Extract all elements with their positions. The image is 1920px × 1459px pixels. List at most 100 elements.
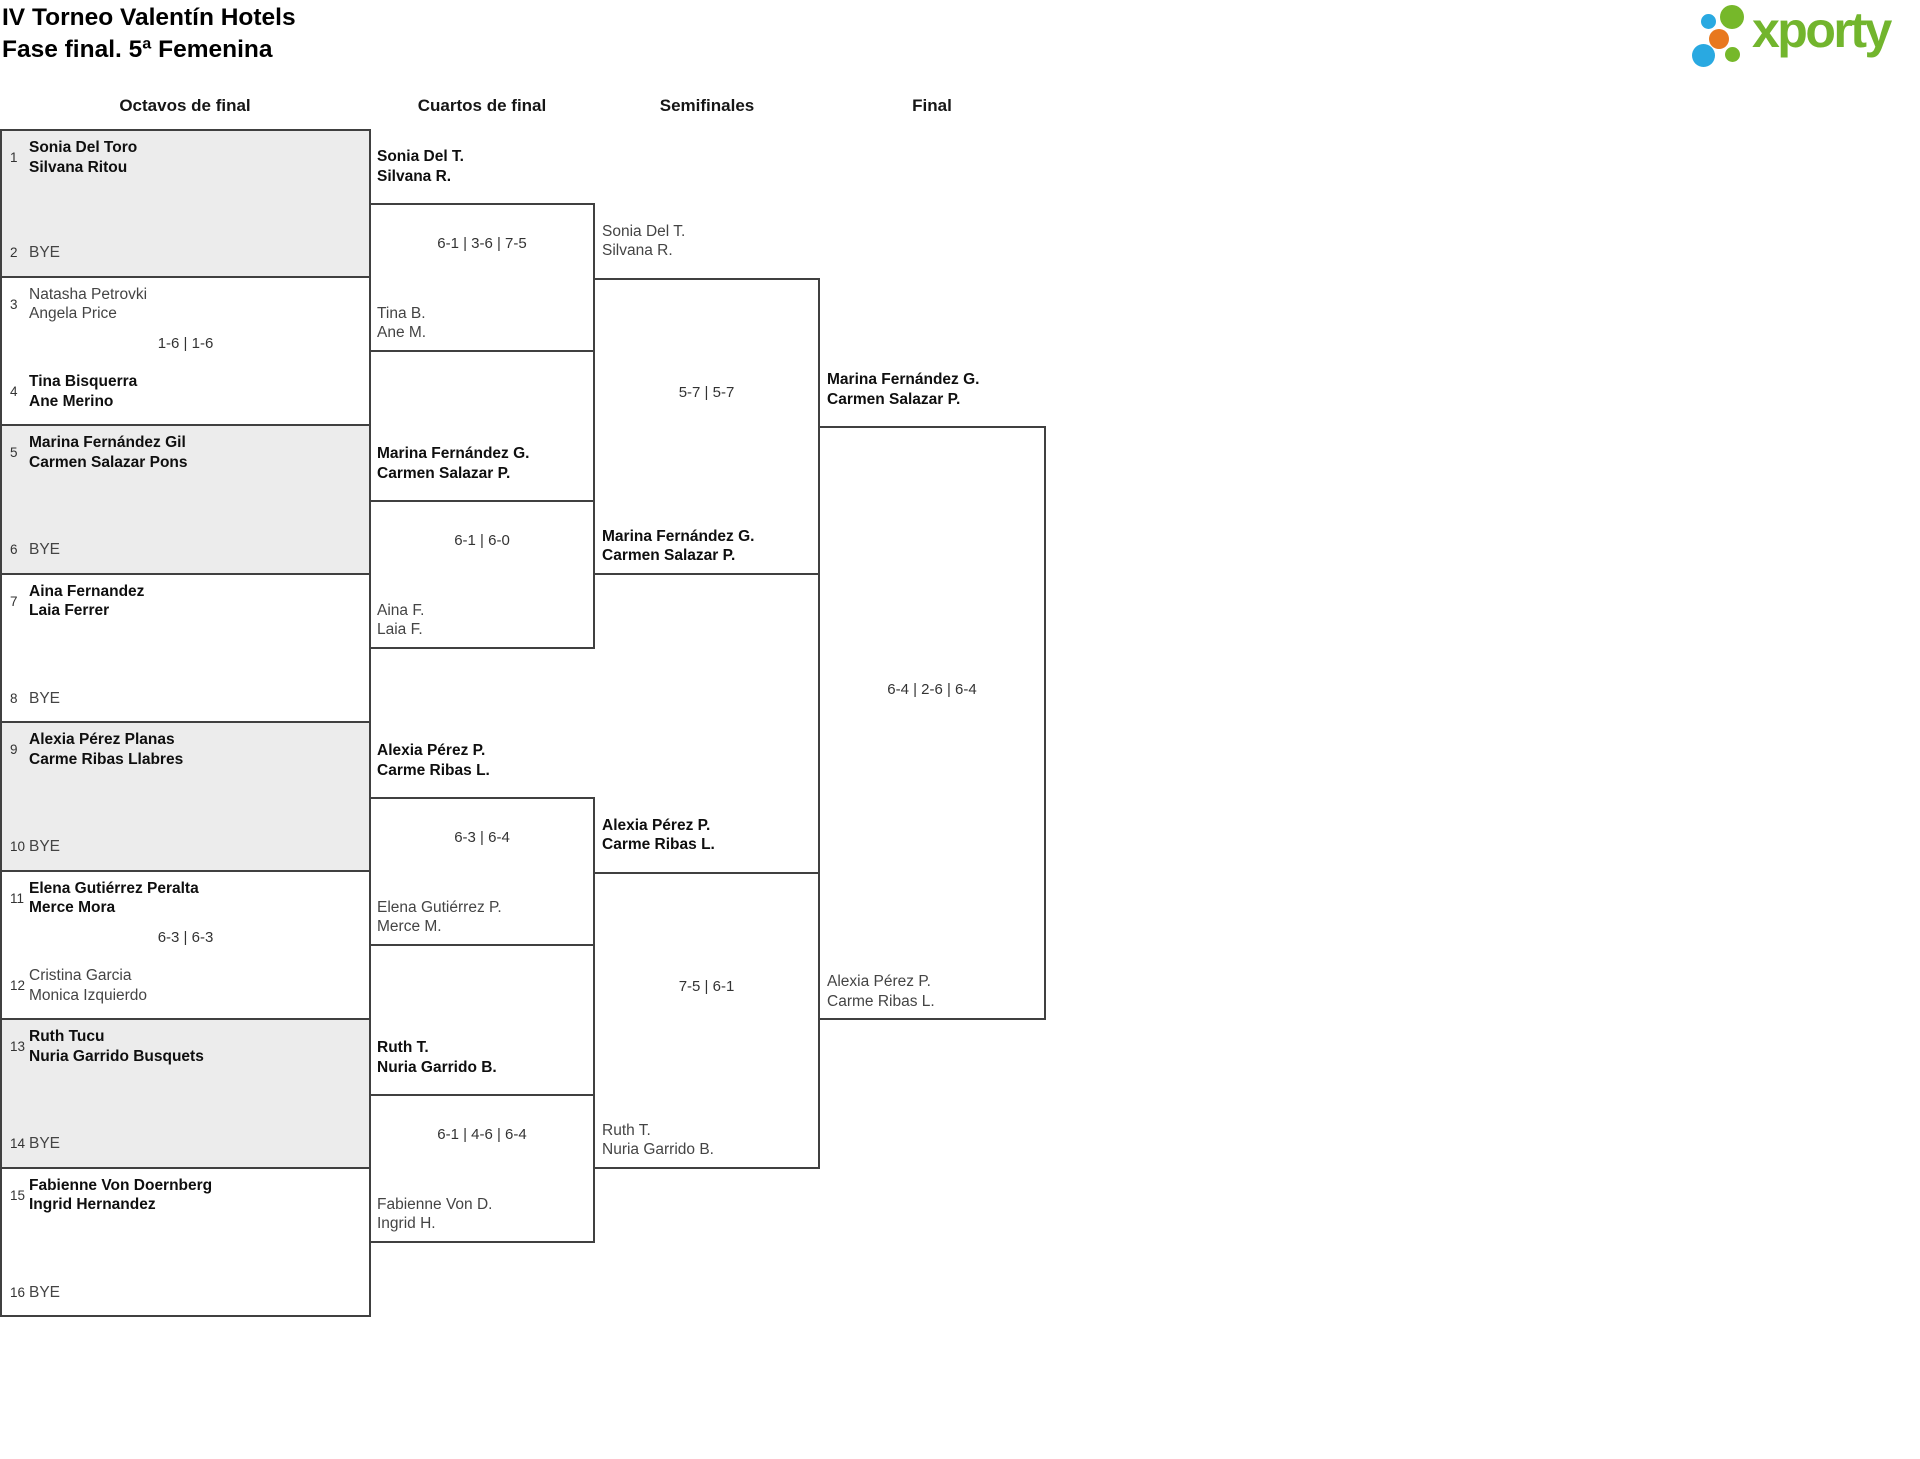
quarterfinal-team-label-bottom[interactable]: Aina F.Laia F. (377, 601, 595, 640)
player-name: Silvana R. (377, 167, 452, 185)
logo-dot-orange (1709, 29, 1729, 49)
final-team-label-bottom[interactable]: Alexia Pérez P. Carme Ribas L. (827, 972, 1045, 1011)
final-team-label-top[interactable]: Marina Fernández G.Carmen Salazar P. (827, 370, 1045, 409)
seed-number: 15 (10, 1187, 26, 1203)
player-name: Ane Merino (29, 392, 114, 410)
final-connector-box (818, 426, 1046, 1020)
quarterfinal-team-label-top[interactable]: Ruth T.Nuria Garrido B. (377, 1038, 595, 1077)
match-score: 7-5 | 6-1 (678, 977, 735, 995)
player-name: BYE (29, 1135, 61, 1152)
player-name: Nuria Garrido B. (602, 1141, 714, 1158)
seed-number: 4 (10, 384, 18, 399)
seed-number: 11 (10, 890, 25, 906)
quarterfinal-team-label-top[interactable]: Sonia Del T.Silvana R. (377, 147, 595, 186)
player-name: Ane M. (377, 324, 427, 342)
player-name: Angela Price (29, 305, 117, 322)
column-header-semifinales: Semifinales (659, 96, 755, 115)
semifinal-team-label-bottom[interactable]: Ruth T.Nuria Garrido B. (602, 1121, 820, 1160)
seed-number: 6 (10, 542, 18, 558)
bye-label: BYE (29, 1283, 60, 1303)
player-name: Ruth T. (377, 1039, 429, 1057)
player-name: BYE (29, 689, 61, 707)
player-name: BYE (29, 541, 61, 558)
player-name: Sonia Del T. (377, 148, 464, 166)
player-name: Fabienne Von Doernberg (29, 1176, 213, 1194)
player-name: Carme Ribas Llabres (29, 750, 184, 768)
player-name: Nuria Garrido B. (377, 1058, 497, 1076)
column-header-cuartos: Cuartos de final (417, 96, 547, 115)
player-name: Carmen Salazar Pons (29, 453, 188, 471)
semifinal-team-label-top[interactable]: Sonia Del T.Silvana R. (602, 222, 820, 261)
player-name: Merce Mora (29, 899, 116, 916)
player-name: Alexia Pérez P. (827, 973, 931, 990)
bye-label: BYE (29, 540, 60, 560)
match-score: 6-1 | 6-0 (454, 532, 510, 549)
quarterfinal-team-label-bottom[interactable]: Tina B.Ane M. (377, 304, 595, 343)
player-name: Carmen Salazar P. (377, 464, 511, 482)
player-name: Elena Gutiérrez P. (377, 898, 502, 916)
quarterfinal-team-label-bottom[interactable]: Fabienne Von D.Ingrid H. (377, 1195, 595, 1234)
seed-number: 9 (10, 742, 18, 757)
seed-number: 5 (10, 445, 18, 460)
tournament-name: IV Torneo Valentín Hotels (2, 4, 296, 31)
semifinal-team-label-top[interactable]: Alexia Pérez P.Carme Ribas L. (602, 816, 820, 855)
player-name: BYE (29, 1283, 61, 1301)
player-name: Monica Izquierdo (29, 986, 148, 1004)
player-name: Alexia Pérez P. (602, 816, 711, 834)
bye-label: BYE (29, 837, 60, 857)
player-name: Marina Fernández G. (602, 527, 755, 545)
player-name: BYE (29, 838, 61, 855)
quarterfinal-connector-box (369, 1094, 595, 1243)
player-name: Laia F. (377, 621, 423, 639)
column-header-octavos: Octavos de final (119, 96, 251, 115)
player-name: Marina Fernández G. (827, 371, 980, 388)
semifinal-team-label-bottom[interactable]: Marina Fernández G.Carmen Salazar P. (602, 527, 820, 566)
player-name: Alexia Pérez Planas (29, 731, 175, 748)
player-name: Elena Gutiérrez Peralta (29, 879, 199, 897)
quarterfinal-team-label-bottom[interactable]: Elena Gutiérrez P.Merce M. (377, 898, 595, 937)
seed-number: 13 (10, 1039, 26, 1054)
seed-number: 1 (10, 150, 18, 165)
player-name: Sonia Del T. (602, 222, 686, 240)
match-score: 6-3 | 6-3 (157, 928, 214, 946)
player-name: Aina Fernandez (29, 582, 145, 600)
player-name: Fabienne Von D. (377, 1195, 493, 1213)
player-name: Ruth Tucu (29, 1028, 105, 1045)
bye-label: BYE (29, 1134, 60, 1154)
logo-dot-small-blue (1700, 13, 1716, 29)
player-name: Carme Ribas L. (377, 761, 490, 779)
player-name: Carme Ribas L. (827, 992, 935, 1010)
xporty-logo[interactable]: xporty (1688, 2, 1914, 72)
seed-number: 14 (10, 1136, 26, 1152)
seed-number: 10 (10, 839, 26, 855)
quarterfinal-team-label-top[interactable]: Alexia Pérez P.Carme Ribas L. (377, 741, 595, 780)
seed-number: 3 (10, 296, 18, 312)
logo-wordmark: xporty (1752, 2, 1892, 58)
quarterfinal-team-label-top[interactable]: Marina Fernández G.Carmen Salazar P. (377, 444, 595, 483)
